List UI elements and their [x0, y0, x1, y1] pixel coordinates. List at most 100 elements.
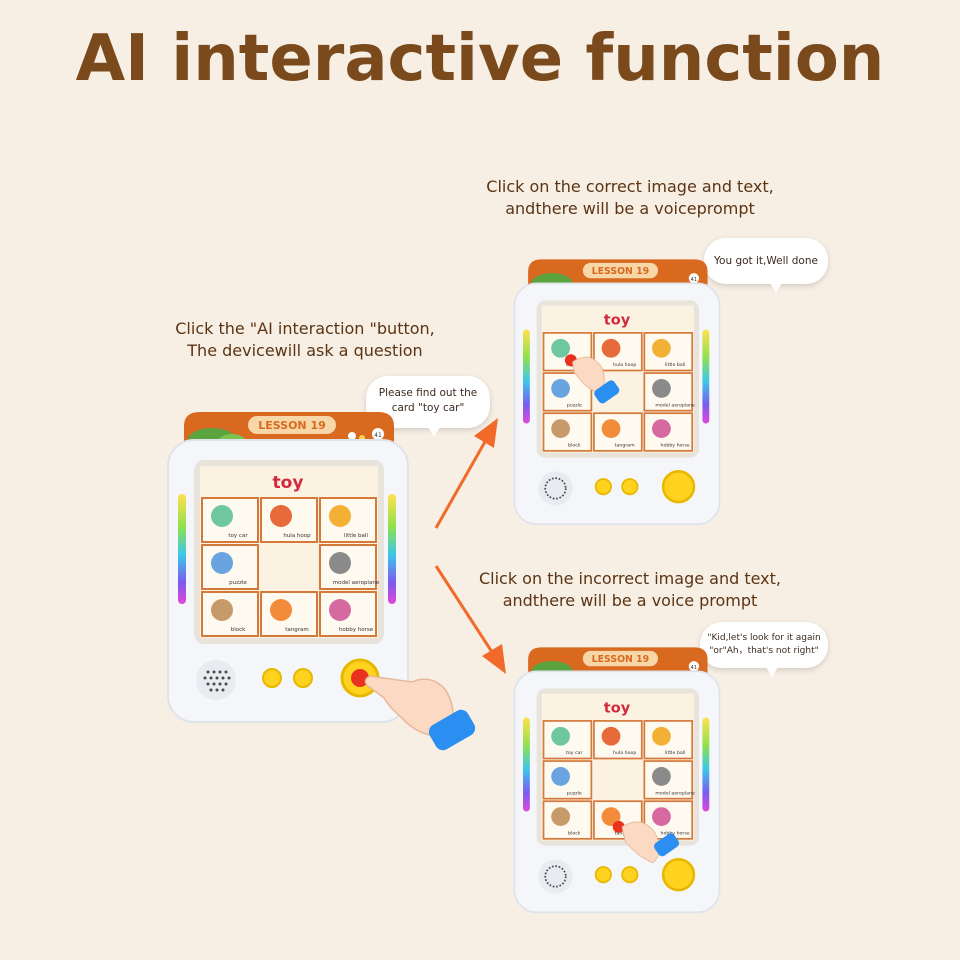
tangram-icon	[601, 419, 621, 438]
incorrect-card-block[interactable]: block	[542, 800, 593, 840]
bottom-caption-line2: andthere will be a voice prompt	[502, 591, 758, 610]
bottom-caption-line1: Click on the incorrect image and text,	[478, 569, 782, 588]
device-incorrect-page-number: 41	[691, 665, 698, 671]
device-main-page-number: 41	[374, 432, 382, 439]
main-card-little-ball[interactable]: little ball	[319, 497, 377, 543]
toy-car-icon	[211, 505, 233, 527]
correct-card-label: model aeroplane	[655, 402, 695, 408]
hula-hoop-icon	[601, 726, 621, 746]
hobby-horse-icon	[652, 419, 671, 438]
device-main: LESSON 19 41 toy toy car hula hoop little …	[166, 408, 410, 724]
question-bubble-line2: card "toy car"	[391, 402, 465, 414]
block-icon	[551, 419, 571, 438]
main-card-label: tangram	[285, 627, 309, 633]
incorrect-bubble-line1: "Kid,let's look for it again	[707, 633, 821, 643]
main-card-tangram[interactable]: tangram	[260, 591, 318, 637]
correct-card-puzzle[interactable]: puzzle	[542, 372, 593, 412]
aeroplane-icon	[652, 379, 671, 398]
top-caption-line2: andthere will be a voiceprompt	[505, 199, 755, 218]
main-card-label: little ball	[344, 533, 368, 539]
device-incorrect-lesson-label: LESSON 19	[592, 654, 650, 665]
ball-icon	[329, 505, 351, 527]
main-card-label: toy car	[228, 533, 248, 539]
main-card-model-aeroplane[interactable]: model aeroplane	[319, 544, 380, 590]
device-correct-screen-title: toy	[604, 312, 631, 328]
main-card-label: hobby horse	[339, 627, 374, 633]
question-bubble-line1: Please find out the	[378, 387, 478, 399]
correct-card-label: hula hoop	[613, 362, 636, 368]
incorrect-bubble-line2: "or"Ah，that's not right"	[709, 646, 819, 656]
small-button-2[interactable]	[293, 668, 313, 688]
incorrect-card-label: block	[568, 831, 581, 837]
device-main-graphic: LESSON 19 41 toy toy car hula hoop little …	[167, 412, 409, 723]
block-icon	[211, 599, 233, 621]
correct-card-label: little ball	[665, 362, 685, 368]
tangram-icon	[601, 807, 621, 826]
small-button-1[interactable]	[262, 668, 282, 688]
incorrect-card-label: hula hoop	[613, 750, 636, 756]
incorrect-card-little-ball[interactable]: little ball	[643, 720, 694, 760]
main-card-puzzle[interactable]: puzzle	[201, 544, 259, 590]
hand-main	[364, 675, 476, 751]
correct-card-little-ball[interactable]: little ball	[643, 332, 694, 372]
incorrect-card-label: toy car	[566, 750, 582, 756]
left-caption-line2: The devicewill ask a question	[187, 341, 423, 360]
device-correct-page-number: 41	[691, 277, 698, 283]
incorrect-card-hobby-horse[interactable]: hobby horse	[643, 800, 694, 840]
main-card-hobby-horse[interactable]: hobby horse	[319, 591, 377, 637]
top-caption-line1: Click on the correct image and text,	[486, 177, 774, 196]
correct-card-hobby-horse[interactable]: hobby horse	[643, 412, 694, 452]
aeroplane-icon	[329, 552, 351, 574]
tangram-icon	[270, 599, 292, 621]
puzzle-icon	[211, 552, 233, 574]
aeroplane-icon	[652, 767, 671, 786]
main-card-label: puzzle	[229, 580, 247, 586]
device-correct-lesson-label: LESSON 19	[592, 266, 650, 277]
correct-card-label: puzzle	[567, 402, 582, 408]
main-card-label: hula hoop	[283, 533, 311, 539]
incorrect-card-label: model aeroplane	[655, 790, 695, 796]
toy-car-icon	[551, 726, 571, 746]
main-card-block[interactable]: block	[201, 591, 259, 637]
hula-hoop-icon	[601, 338, 621, 358]
device-main-lesson-label: LESSON 19	[258, 419, 326, 432]
hobby-horse-icon	[329, 599, 351, 621]
ball-icon	[652, 726, 671, 746]
correct-card-model-aeroplane[interactable]: model aeroplane	[643, 372, 695, 412]
toy-car-icon	[551, 338, 571, 358]
correct-card-label: block	[568, 443, 581, 449]
main-card-hula-hoop[interactable]: hula hoop	[260, 497, 318, 543]
correct-bubble: You got it,Well done	[704, 238, 828, 293]
puzzle-icon	[551, 767, 571, 786]
page-title: AI interactive function	[75, 22, 885, 96]
correct-bubble-line1: You got it,Well done	[714, 255, 818, 267]
main-card-label: block	[231, 627, 246, 633]
device-main-screen-title: toy	[273, 473, 304, 493]
incorrect-card-hula-hoop[interactable]: hula hoop	[593, 720, 643, 760]
correct-card-hula-hoop[interactable]: hula hoop	[593, 332, 643, 372]
hula-hoop-icon	[270, 505, 292, 527]
incorrect-card-label: puzzle	[567, 790, 582, 796]
incorrect-card-toy-car[interactable]: toy car	[542, 720, 593, 760]
main-card-label: model aeroplane	[333, 580, 380, 586]
ball-icon	[652, 338, 671, 358]
incorrect-card-label: hobby horse	[661, 831, 690, 837]
correct-card-tangram[interactable]: tangram	[593, 412, 643, 452]
bottom-caption: Click on the incorrect image and text, a…	[440, 568, 820, 612]
correct-card-label: hobby horse	[661, 443, 690, 449]
incorrect-card-puzzle[interactable]: puzzle	[542, 760, 593, 800]
incorrect-bubble: "Kid,let's look for it again "or"Ah，that…	[700, 622, 828, 677]
puzzle-icon	[551, 379, 571, 398]
block-icon	[551, 807, 571, 826]
incorrect-card-model-aeroplane[interactable]: model aeroplane	[643, 760, 695, 800]
correct-card-block[interactable]: block	[542, 412, 593, 452]
correct-card-label: tangram	[615, 443, 635, 449]
hobby-horse-icon	[652, 807, 671, 826]
incorrect-card-label: little ball	[665, 750, 685, 756]
main-card-toy-car[interactable]: toy car	[201, 497, 259, 543]
